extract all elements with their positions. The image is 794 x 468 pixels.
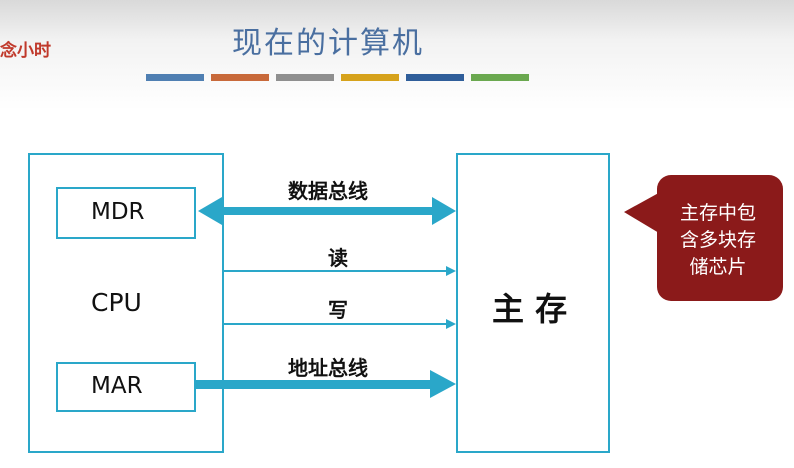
slide-title: 现在的计算机	[232, 26, 424, 61]
data-bus-arrow	[198, 197, 456, 225]
main-memory-box	[456, 153, 610, 453]
decor-bar	[276, 74, 334, 81]
decor-bar	[406, 74, 464, 81]
data-bus-label: 数据总线	[288, 179, 368, 203]
callout-line: 含多块存	[679, 229, 756, 251]
corner-text: 念小时	[0, 41, 51, 61]
read-label: 读	[328, 246, 348, 270]
mdr-label: MDR	[91, 199, 145, 225]
write-line-arrow	[224, 319, 456, 329]
mdr-box	[56, 187, 196, 239]
cpu-label: CPU	[91, 288, 142, 317]
decor-bar	[341, 74, 399, 81]
address-bus-label: 地址总线	[288, 356, 368, 380]
read-line-arrow	[224, 266, 456, 276]
main-memory-label: 主 存	[492, 290, 568, 328]
callout-text: 主存中包 含多块存 储芯片	[668, 200, 768, 281]
decor-bar	[211, 74, 269, 81]
mar-box	[56, 362, 196, 412]
decor-bar	[146, 74, 204, 81]
callout-line: 主存中包	[679, 202, 756, 224]
callout-line: 储芯片	[689, 256, 747, 278]
callout-bubble	[624, 175, 783, 301]
decor-bar-row	[146, 74, 529, 81]
decor-bar	[471, 74, 529, 81]
address-bus-arrow	[196, 370, 456, 398]
write-label: 写	[328, 298, 348, 322]
mar-label: MAR	[91, 373, 143, 399]
